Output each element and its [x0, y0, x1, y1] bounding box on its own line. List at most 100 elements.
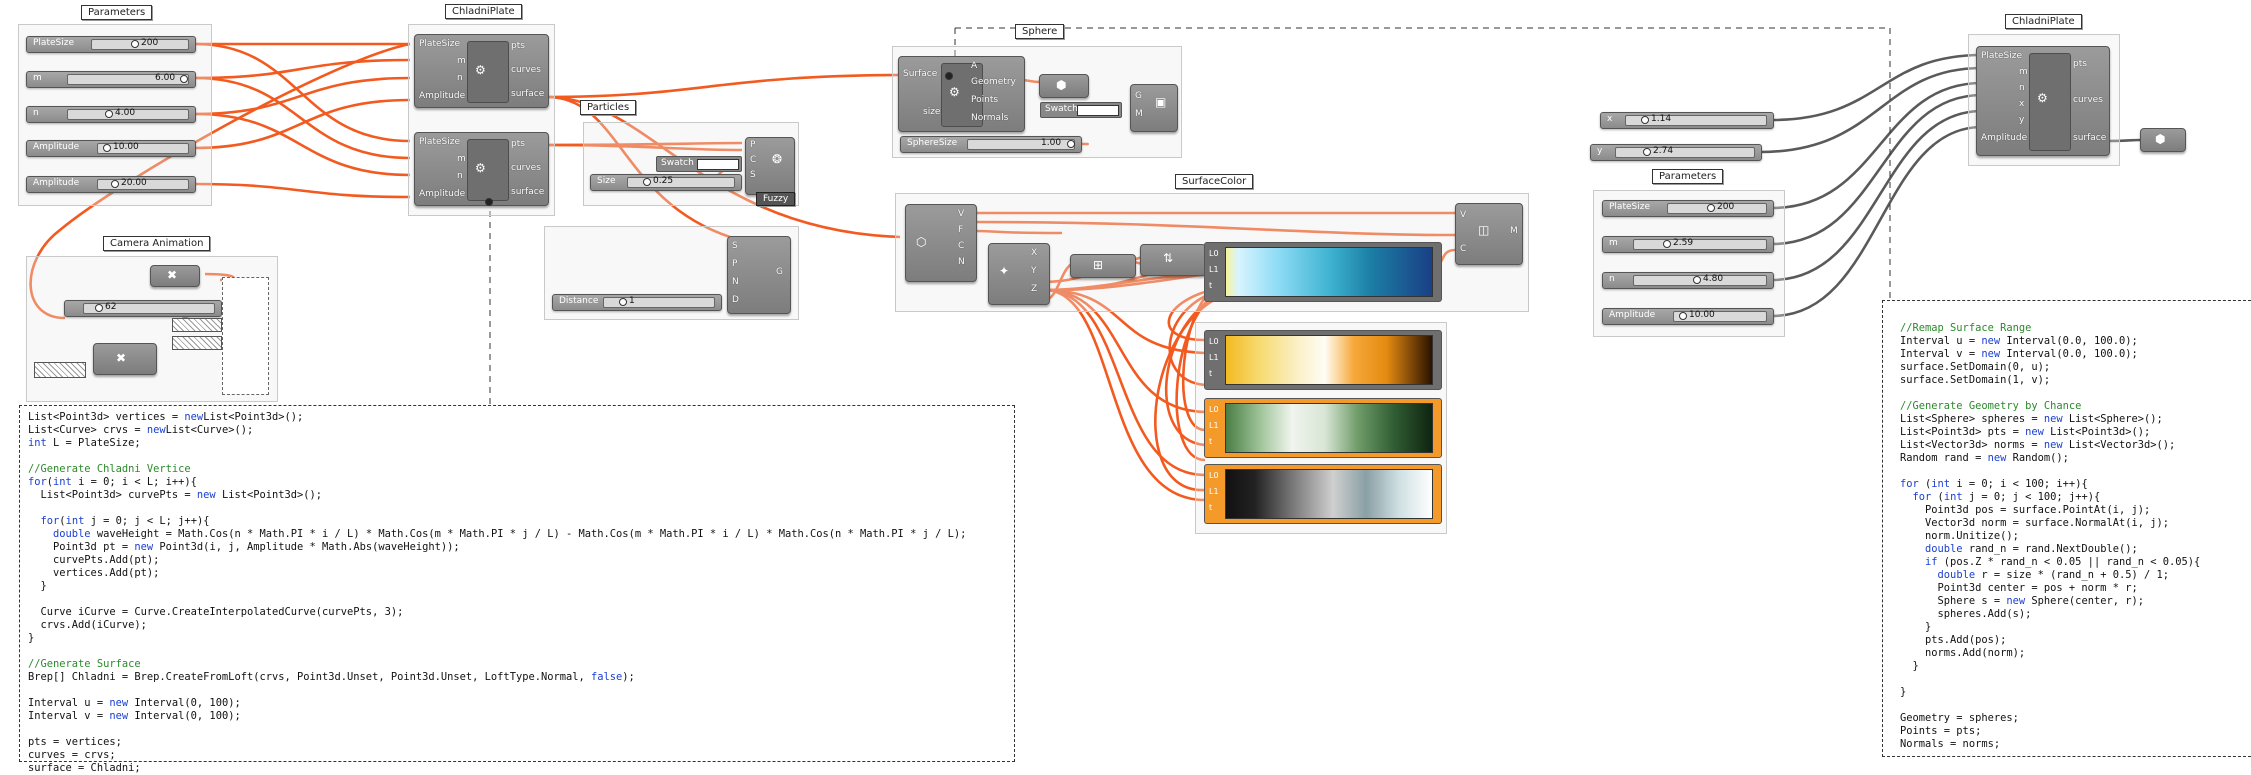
output-f[interactable]: F [958, 225, 964, 235]
input-n[interactable]: N [732, 277, 739, 287]
input-c[interactable]: C [750, 155, 757, 165]
port-l0[interactable]: L0 [1209, 471, 1219, 480]
port-t[interactable]: t [1209, 437, 1213, 446]
sphere-preview-component[interactable]: G M ▣ [1130, 84, 1178, 132]
input-n[interactable]: n [457, 171, 463, 181]
right-preview-component[interactable]: ⬢ [2140, 128, 2186, 152]
slider-track[interactable] [67, 109, 189, 120]
port-t[interactable]: t [1209, 369, 1213, 378]
output-x[interactable]: X [1031, 248, 1038, 258]
slider-track[interactable] [97, 143, 189, 154]
slider-track[interactable] [83, 303, 215, 314]
input-surface-dot[interactable] [945, 72, 953, 80]
slider-particle-size[interactable]: Size 0.25 [590, 174, 742, 191]
slider-camera[interactable]: 62 [64, 300, 222, 317]
bounds-component[interactable]: ⊞ [1070, 254, 1136, 278]
slider-knob[interactable] [1643, 148, 1651, 156]
input-m[interactable]: m [2019, 67, 2028, 77]
slider-track[interactable] [1625, 115, 1767, 126]
slider-amplitude-1[interactable]: Amplitude 10.00 [26, 140, 196, 157]
gradient-yellow[interactable]: L0 L1 t [1204, 330, 1442, 390]
input-m[interactable]: M [1135, 109, 1143, 119]
port-l1[interactable]: L1 [1209, 353, 1219, 362]
slider-right-amplitude[interactable]: Amplitude 10.00 [1602, 308, 1774, 325]
input-m[interactable]: m [457, 56, 466, 66]
output-surface[interactable]: surface [511, 89, 545, 99]
particles-preview-component[interactable]: P C S ❂ [745, 137, 795, 195]
slider-track[interactable] [1633, 239, 1767, 250]
gradient-bar[interactable] [1225, 403, 1433, 453]
pnd-component[interactable]: S P N D G [727, 236, 791, 314]
swatch-color[interactable] [1077, 105, 1119, 116]
slider-knob[interactable] [643, 178, 651, 186]
input-n[interactable]: n [457, 73, 463, 83]
slider-y[interactable]: y 2.74 [1590, 144, 1762, 161]
port-l1[interactable]: L1 [1209, 421, 1219, 430]
port-l0[interactable]: L0 [1209, 249, 1219, 258]
output-surface[interactable]: surface [2073, 133, 2107, 143]
input-c[interactable]: C [1460, 244, 1467, 254]
slider-x[interactable]: x 1.14 [1600, 112, 1774, 129]
slider-distance[interactable]: Distance 1 [552, 294, 722, 311]
output-v[interactable]: V [958, 209, 965, 219]
swatch-color[interactable] [697, 159, 739, 170]
slider-knob[interactable] [1707, 204, 1715, 212]
input-amplitude[interactable]: Amplitude [419, 91, 466, 101]
gradient-green[interactable]: L0 L1 t [1204, 398, 1442, 458]
slider-right-n[interactable]: n 4.80 [1602, 272, 1774, 289]
sphere-swatch[interactable]: Swatch [1040, 102, 1122, 118]
output-y[interactable]: Y [1031, 266, 1037, 276]
slider-track[interactable] [97, 179, 189, 190]
input-m[interactable]: m [457, 154, 466, 164]
slider-track[interactable] [1615, 147, 1755, 158]
mesh-preview-component[interactable]: V C M ◫ [1455, 203, 1523, 265]
slider-right-platesize[interactable]: PlateSize 200 [1602, 200, 1774, 217]
slider-knob[interactable] [180, 75, 188, 83]
input-n[interactable]: n [2019, 83, 2025, 93]
output-a[interactable]: A [971, 61, 978, 71]
input-p[interactable]: P [750, 140, 756, 150]
gradient-bar[interactable] [1225, 335, 1433, 385]
output-z[interactable]: Z [1031, 284, 1038, 294]
input-v[interactable]: V [1460, 210, 1467, 220]
output-pts[interactable]: pts [2073, 59, 2087, 69]
slider-knob[interactable] [1679, 312, 1687, 320]
input-platesize[interactable]: PlateSize [1981, 51, 2022, 61]
slider-amplitude-2[interactable]: Amplitude 20.00 [26, 176, 196, 193]
slider-right-m[interactable]: m 2.59 [1602, 236, 1774, 253]
input-x[interactable]: x [2019, 99, 2025, 109]
sphere-script-component[interactable]: ⚙ Surface size A Geometry Points Normals [898, 56, 1025, 132]
deconstruct-point-component[interactable]: ✦ X Y Z [988, 243, 1050, 305]
output-pts[interactable]: pts [511, 41, 525, 51]
output-surface[interactable]: surface [511, 187, 545, 197]
slider-n[interactable]: n 4.00 [26, 106, 196, 123]
slider-platesize[interactable]: PlateSize 200 [26, 36, 196, 53]
output-normals[interactable]: Normals [971, 113, 1009, 123]
deconstruct-mesh-component[interactable]: ⬡ V F C N [905, 204, 977, 282]
output-geometry[interactable]: Geometry [971, 77, 1016, 87]
camera-input-box[interactable] [34, 362, 86, 378]
slider-knob[interactable] [1641, 116, 1649, 124]
port-t[interactable]: t [1209, 503, 1213, 512]
slider-m[interactable]: m 6.00 [26, 71, 196, 88]
slider-knob[interactable] [105, 110, 113, 118]
input-d[interactable]: D [732, 295, 739, 305]
slider-sphere-size[interactable]: SphereSize 1.00 [900, 136, 1082, 153]
input-size[interactable]: size [923, 107, 941, 117]
camera-panel[interactable] [222, 277, 269, 395]
slider-knob[interactable] [1693, 276, 1701, 284]
camera-value-1[interactable] [172, 318, 222, 332]
output-curves[interactable]: curves [511, 163, 541, 173]
port-l0[interactable]: L0 [1209, 405, 1219, 414]
output-n[interactable]: N [958, 257, 965, 267]
camera-value-2[interactable] [172, 336, 222, 350]
port-l0[interactable]: L0 [1209, 337, 1219, 346]
input-platesize[interactable]: PlateSize [419, 39, 460, 49]
chladni-component-1[interactable]: ⚙ PlateSize m n Amplitude pts curves sur… [414, 34, 549, 108]
gradient-bar[interactable] [1225, 469, 1433, 519]
input-y[interactable]: y [2019, 115, 2025, 125]
remap-component[interactable]: ⇅ [1140, 244, 1206, 276]
port-t[interactable]: t [1209, 281, 1213, 290]
output-c[interactable]: C [958, 241, 965, 251]
input-s[interactable]: S [732, 241, 738, 251]
